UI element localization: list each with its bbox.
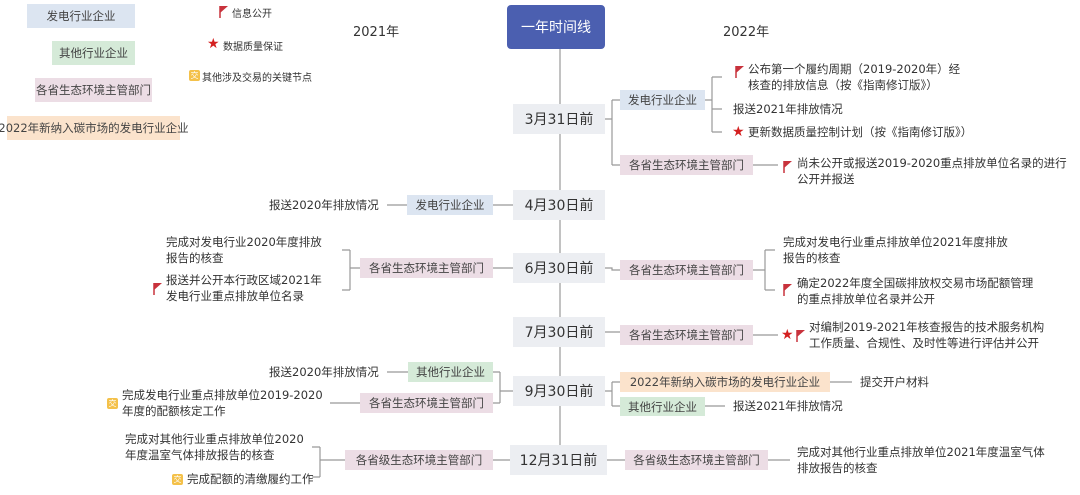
mar-item-list[interactable]: 尚未公开或报送2019-2020重点排放单位名录的进行 公开并报送 [797,156,1067,186]
sep-right-item-report[interactable]: 报送2021年排放情况 [733,399,843,413]
dec-left-item-surrender[interactable]: 完成配额的清缴履约工作 [187,472,314,486]
jul-right-dept[interactable]: 各省生态环境主管部门 [620,325,753,345]
mar-item-report[interactable]: 报送2021年排放情况 [733,102,843,116]
jun-left-item-verify[interactable]: 完成对发电行业2020年度排放 报告的核查 [166,235,322,265]
root-node[interactable]: 一年时间线 [507,5,605,49]
flag-icon [219,6,228,18]
dec-right-item-verify[interactable]: 完成对其他行业重点排放单位2021年度温室气体 排放报告的核查 [797,445,1045,475]
jul-right-item-evaluate[interactable]: 对编制2019-2021年核查报告的技术服务机构 工作质量、合规性、及时性等进行… [809,320,1045,350]
legend-dept: 各省生态环境主管部门 [35,78,152,102]
sep-left-other-enterprise[interactable]: 其他行业企业 [408,362,493,382]
sep-left-dept[interactable]: 各省生态环境主管部门 [360,393,493,413]
legend-flag-label: 信息公开 [232,9,272,20]
legend-new-power: 2022年新纳入碳市场的发电行业企业 [0,116,189,140]
star-icon: ★ [207,36,220,52]
legend-other-enterprise: 其他行业企业 [52,41,135,65]
star-icon: ★ [732,124,745,140]
sep-right-item-account[interactable]: 提交开户材料 [860,375,929,389]
jun-left-item-list[interactable]: 报送并公开本行政区域2021年 发电行业重点排放单位名录 [166,273,322,303]
key-node-icon: 交 [107,398,118,409]
jun-right-item-list[interactable]: 确定2022年度全国碳排放权交易市场配额管理 的重点排放单位名录并公开 [797,276,1034,306]
apr-item-report[interactable]: 报送2020年排放情况 [269,198,379,212]
jun-right-item-verify[interactable]: 完成对发电行业重点排放单位2021年度排放 报告的核查 [783,235,1008,265]
key-node-icon: 交 [172,474,183,485]
mar-power-enterprise[interactable]: 发电行业企业 [620,90,705,110]
sep-right-other-enterprise[interactable]: 其他行业企业 [620,397,705,416]
legend-power-enterprise: 发电行业企业 [27,4,135,28]
date-node-dec31[interactable]: 12月31日前 [510,445,607,475]
dec-left-dept[interactable]: 各省级生态环境主管部门 [345,450,493,470]
date-node-apr30[interactable]: 4月30日前 [513,190,605,220]
sep-left-item-quota[interactable]: 完成发电行业重点排放单位2019-2020 年度的配额核定工作 [122,388,323,418]
date-node-sep30[interactable]: 9月30日前 [513,376,605,406]
date-node-jun30[interactable]: 6月30日前 [513,253,605,283]
key-node-icon: 交 [189,70,200,81]
dec-left-item-verify[interactable]: 完成对其他行业重点排放单位2020 年度温室气体排放报告的核查 [125,432,304,462]
mar-item-update-plan[interactable]: 更新数据质量控制计划（按《指南修订版》） [748,125,973,139]
sep-left-item-report[interactable]: 报送2020年排放情况 [269,365,379,379]
year-2021-heading: 2021年 [353,25,400,40]
apr-power-enterprise[interactable]: 发电行业企业 [407,195,493,215]
date-node-mar31[interactable]: 3月31日前 [513,104,605,134]
mar-dept[interactable]: 各省生态环境主管部门 [620,155,753,175]
legend-star-label: 数据质量保证 [223,42,283,53]
sep-right-new-power[interactable]: 2022年新纳入碳市场的发电行业企业 [620,372,830,392]
jun-right-dept[interactable]: 各省生态环境主管部门 [620,260,753,280]
flag-icon [796,330,805,342]
star-icon: ★ [781,327,794,343]
flag-icon [153,283,162,295]
date-node-jul30[interactable]: 7月30日前 [513,317,605,347]
dec-right-dept[interactable]: 各省级生态环境主管部门 [625,450,768,470]
jun-left-dept[interactable]: 各省生态环境主管部门 [360,258,493,278]
flag-icon [783,161,792,173]
flag-icon [735,66,744,78]
flag-icon [783,284,792,296]
legend-key-label: 其他涉及交易的关键节点 [202,73,312,84]
year-2022-heading: 2022年 [723,25,770,40]
mar-item-publish[interactable]: 公布第一个履约周期（2019-2020年）经 核查的排放信息（按《指南修订版》） [748,62,961,92]
